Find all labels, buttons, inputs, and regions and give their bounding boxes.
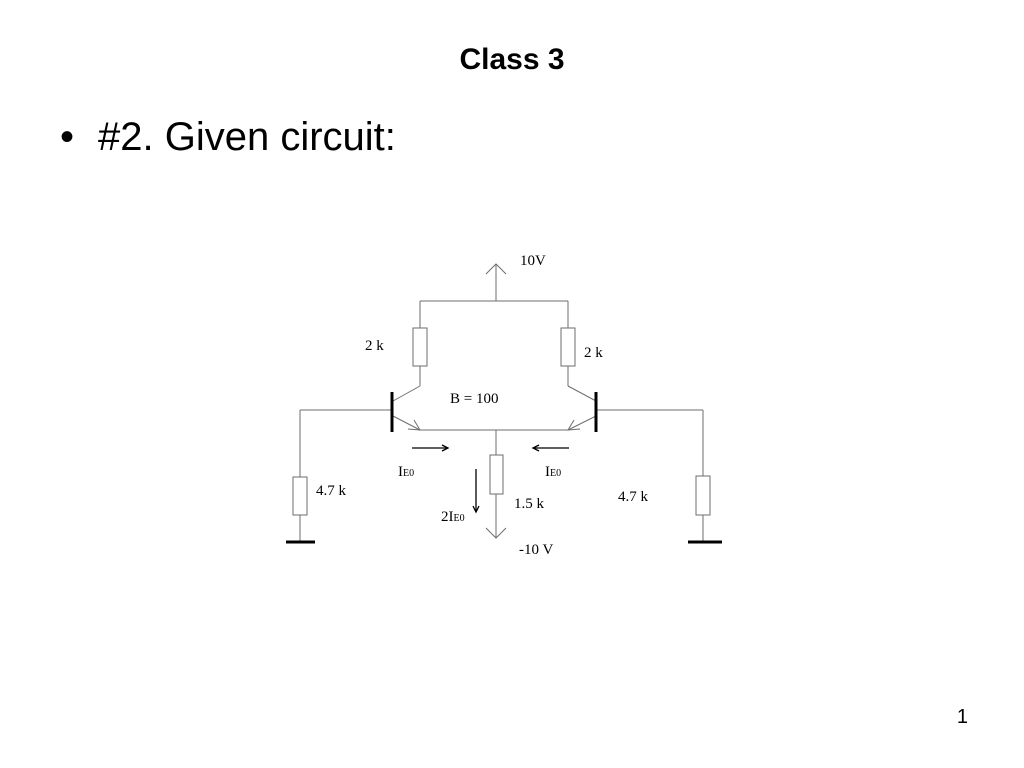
label-base-resistor-right: 4.7 k xyxy=(618,489,649,505)
supply-negative-arrow xyxy=(485,527,507,539)
bullet-text: #2. Given circuit: xyxy=(98,115,396,159)
label-supply-negative: -10 V xyxy=(519,542,553,558)
current-arrow-left-head xyxy=(441,444,450,452)
right-collector-diagonal xyxy=(567,385,597,402)
bullet-dot: • xyxy=(60,115,75,159)
label-current-right-sub: E0 xyxy=(550,468,561,479)
label-current-left: IE0 xyxy=(398,464,414,480)
label-beta: B = 100 xyxy=(450,391,498,407)
label-emitter-resistor: 1.5 k xyxy=(514,496,545,512)
resistor-collector-right xyxy=(560,327,576,367)
supply-positive-arrow xyxy=(485,263,507,275)
current-arrow-right-head xyxy=(531,444,540,452)
page-number: 1 xyxy=(956,706,968,728)
label-current-tail-sub: E0 xyxy=(454,513,465,524)
slide-title: Class 3 xyxy=(459,43,565,76)
left-collector-diagonal xyxy=(392,385,421,402)
label-supply-positive: 10V xyxy=(520,253,546,269)
label-current-right: IE0 xyxy=(545,464,561,480)
resistor-base-left xyxy=(292,476,308,516)
current-arrow-tail-head xyxy=(472,505,480,514)
label-current-right-main: I xyxy=(545,464,550,480)
right-emitter-diagonal xyxy=(567,415,597,431)
label-current-tail: 2IE0 xyxy=(441,509,465,525)
label-current-tail-main: 2I xyxy=(441,509,454,525)
label-current-left-main: I xyxy=(398,464,403,480)
label-collector-resistor-right: 2 k xyxy=(584,345,603,361)
label-base-resistor-left: 4.7 k xyxy=(316,483,347,499)
label-current-left-sub: E0 xyxy=(403,468,414,479)
label-collector-resistor-left: 2 k xyxy=(365,338,384,354)
resistor-emitter xyxy=(489,454,504,495)
bullet-item: • #2. Given circuit: xyxy=(60,112,396,162)
resistor-collector-left xyxy=(412,327,428,367)
resistor-base-right xyxy=(695,475,711,516)
left-emitter-diagonal xyxy=(392,415,421,431)
